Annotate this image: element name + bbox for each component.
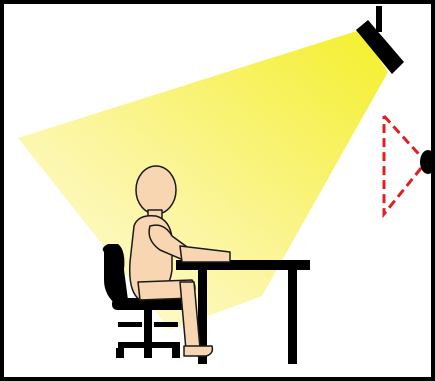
scene-canvas xyxy=(0,0,435,381)
workplace-lighting-diagram xyxy=(0,0,435,381)
